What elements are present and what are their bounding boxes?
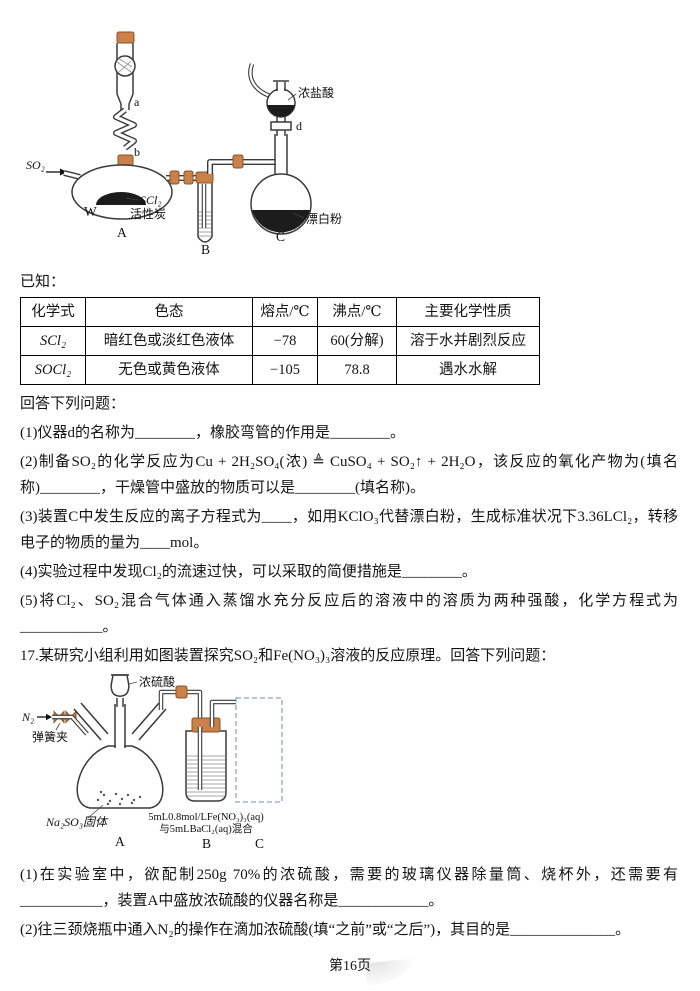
table-cell: 暗红色或淡红色液体 bbox=[85, 326, 253, 356]
stopcock bbox=[270, 121, 292, 131]
device-b-label: B bbox=[201, 242, 210, 257]
hcl-liquid bbox=[267, 105, 295, 117]
connector bbox=[175, 685, 188, 699]
question-17-intro: 17.某研究小组利用如图装置探究SO₂和Fe(NO₃)₃溶液的反应原理。回答下列… bbox=[20, 648, 556, 664]
solution-label-1: 5mL0.8mol/LFe(NO₃)₃(aq) bbox=[148, 812, 264, 823]
answer-intro: 回答下列问题： bbox=[20, 396, 126, 412]
known-label: 已知： bbox=[20, 274, 66, 290]
three-neck-flask: Na₂SO₃固体 A bbox=[45, 702, 167, 849]
n2-label: N₂ bbox=[21, 710, 34, 724]
question-16-1: (1)仪器d的名称为________，橡胶弯管的作用是________。 bbox=[20, 425, 405, 441]
bleach-liquid bbox=[252, 210, 310, 233]
table-cell: 无色或黄色液体 bbox=[85, 355, 253, 385]
device-c-label: C bbox=[255, 836, 264, 851]
connector-1 bbox=[169, 170, 180, 185]
spring-clamp-label: 弹簧夹 bbox=[32, 729, 68, 744]
col-formula: 化学式 bbox=[20, 297, 86, 327]
bottle-body bbox=[185, 730, 227, 802]
apparatus-1-svg: SO₂ a b bbox=[26, 31, 342, 257]
funnel-body bbox=[110, 674, 130, 697]
col-mp: 熔点/℃ bbox=[252, 297, 318, 327]
exit-tube bbox=[166, 170, 198, 185]
activated-carbon-mound bbox=[96, 192, 146, 205]
properties-table: 化学式 色态 熔点/℃ 沸点/℃ 主要化学性质 SCl₂ 暗红色或淡红色液体 −… bbox=[20, 297, 540, 385]
table-cell: SOCl₂ bbox=[20, 355, 86, 385]
apparatus-2-svg: N₂ 弹簧夹 bbox=[21, 674, 283, 851]
b-stopper bbox=[191, 717, 221, 733]
scl2-label: SCl₂ bbox=[140, 193, 162, 207]
table-cell: 遇水水解 bbox=[396, 355, 540, 385]
table-cell: −105 bbox=[252, 355, 318, 385]
top-stopper bbox=[116, 31, 135, 44]
point-a-label: a bbox=[134, 95, 140, 109]
question-17-1: (1)在实验室中，欲配制250g 70%的浓硫酸，需要的玻璃仪器除量筒、烧杯外，… bbox=[20, 867, 678, 909]
device-a-label: A bbox=[117, 225, 127, 240]
table-cell: −78 bbox=[252, 326, 318, 356]
flask-c: C 漂白粉 bbox=[250, 173, 342, 244]
h2so4-label: 浓硫酸 bbox=[139, 674, 175, 689]
acid-funnel: 浓硫酸 bbox=[110, 674, 175, 707]
device-b-label: B bbox=[202, 836, 211, 851]
question-16-2: (2)制备SO₂的化学反应为Cu + 2H₂SO₄(浓) ≜ CuSO₄ + S… bbox=[20, 454, 678, 496]
connector-3 bbox=[232, 154, 244, 169]
bottle-b bbox=[185, 699, 236, 802]
col-color: 色态 bbox=[85, 297, 253, 327]
table-row: SOCl₂ 无色或黄色液体 −105 78.8 遇水水解 bbox=[20, 355, 540, 385]
solution-label-2: 与5mLBaCl₂(aq)混合 bbox=[159, 822, 253, 835]
question-16-4: (4)实验过程中发现Cl₂的流速过快，可以采取的简便措施是________。 bbox=[20, 564, 477, 580]
d-label: d bbox=[296, 119, 302, 133]
so2-inlet: SO₂ bbox=[26, 158, 81, 180]
flask-w-body bbox=[71, 164, 173, 220]
table-header-row: 化学式 色态 熔点/℃ 沸点/℃ 主要化学性质 bbox=[20, 297, 540, 327]
table-row: SCl₂ 暗红色或淡红色液体 −78 60(分解) 溶于水并剧烈反应 bbox=[20, 326, 540, 356]
overhead-tube bbox=[207, 154, 278, 174]
test-tube-b: B bbox=[195, 171, 214, 257]
flask-c-neck bbox=[274, 134, 288, 178]
table-cell: 60(分解) bbox=[317, 326, 397, 356]
table-cell: 78.8 bbox=[317, 355, 397, 385]
spiral-tube-column: a b bbox=[113, 31, 140, 168]
bleach-label: 漂白粉 bbox=[306, 211, 342, 226]
b-stopper bbox=[195, 171, 214, 184]
na2so3-label: Na₂SO₃固体 bbox=[45, 815, 109, 829]
question-17-2: (2)往三颈烧瓶中通入N₂的操作在滴加浓硫酸(填“之前”或“之后”)，其目的是_… bbox=[20, 922, 631, 938]
page-number: 第16页 bbox=[329, 959, 371, 974]
flask-w: W SCl₂ 活性炭 A bbox=[71, 164, 173, 240]
apparatus-diagram-2: N₂ 弹簧夹 bbox=[20, 672, 678, 859]
carbon-label: 活性炭 bbox=[130, 207, 166, 221]
w-label: W bbox=[84, 204, 97, 219]
n2-arrowhead bbox=[46, 713, 52, 721]
dashed-box-c bbox=[235, 697, 283, 803]
point-b-label: b bbox=[134, 145, 140, 159]
col-bp: 沸点/℃ bbox=[317, 297, 397, 327]
question-16-3: (3)装置C中发生反应的离子方程式为____，如用KClO₃代替漂白粉，生成标准… bbox=[20, 509, 678, 551]
dropping-funnel: d 浓盐酸 bbox=[248, 63, 334, 136]
hcl-label: 浓盐酸 bbox=[298, 85, 334, 100]
apparatus-diagram-1: SO₂ a b bbox=[20, 6, 678, 263]
col-props: 主要化学性质 bbox=[396, 297, 540, 327]
table-cell: 溶于水并剧烈反应 bbox=[396, 326, 540, 356]
device-c-label: C bbox=[276, 229, 285, 244]
so2-arrowhead bbox=[60, 168, 67, 176]
question-16-5: (5)将Cl₂、SO₂混合气体通入蒸馏水充分反应后的溶液中的溶质为两种强酸，化学… bbox=[20, 593, 678, 635]
transfer-tube bbox=[158, 685, 203, 730]
device-a-label: A bbox=[115, 834, 125, 849]
table-cell: SCl₂ bbox=[20, 326, 86, 356]
connector-2 bbox=[183, 170, 194, 185]
so2-label: SO₂ bbox=[26, 158, 45, 172]
flask-body bbox=[76, 745, 164, 809]
